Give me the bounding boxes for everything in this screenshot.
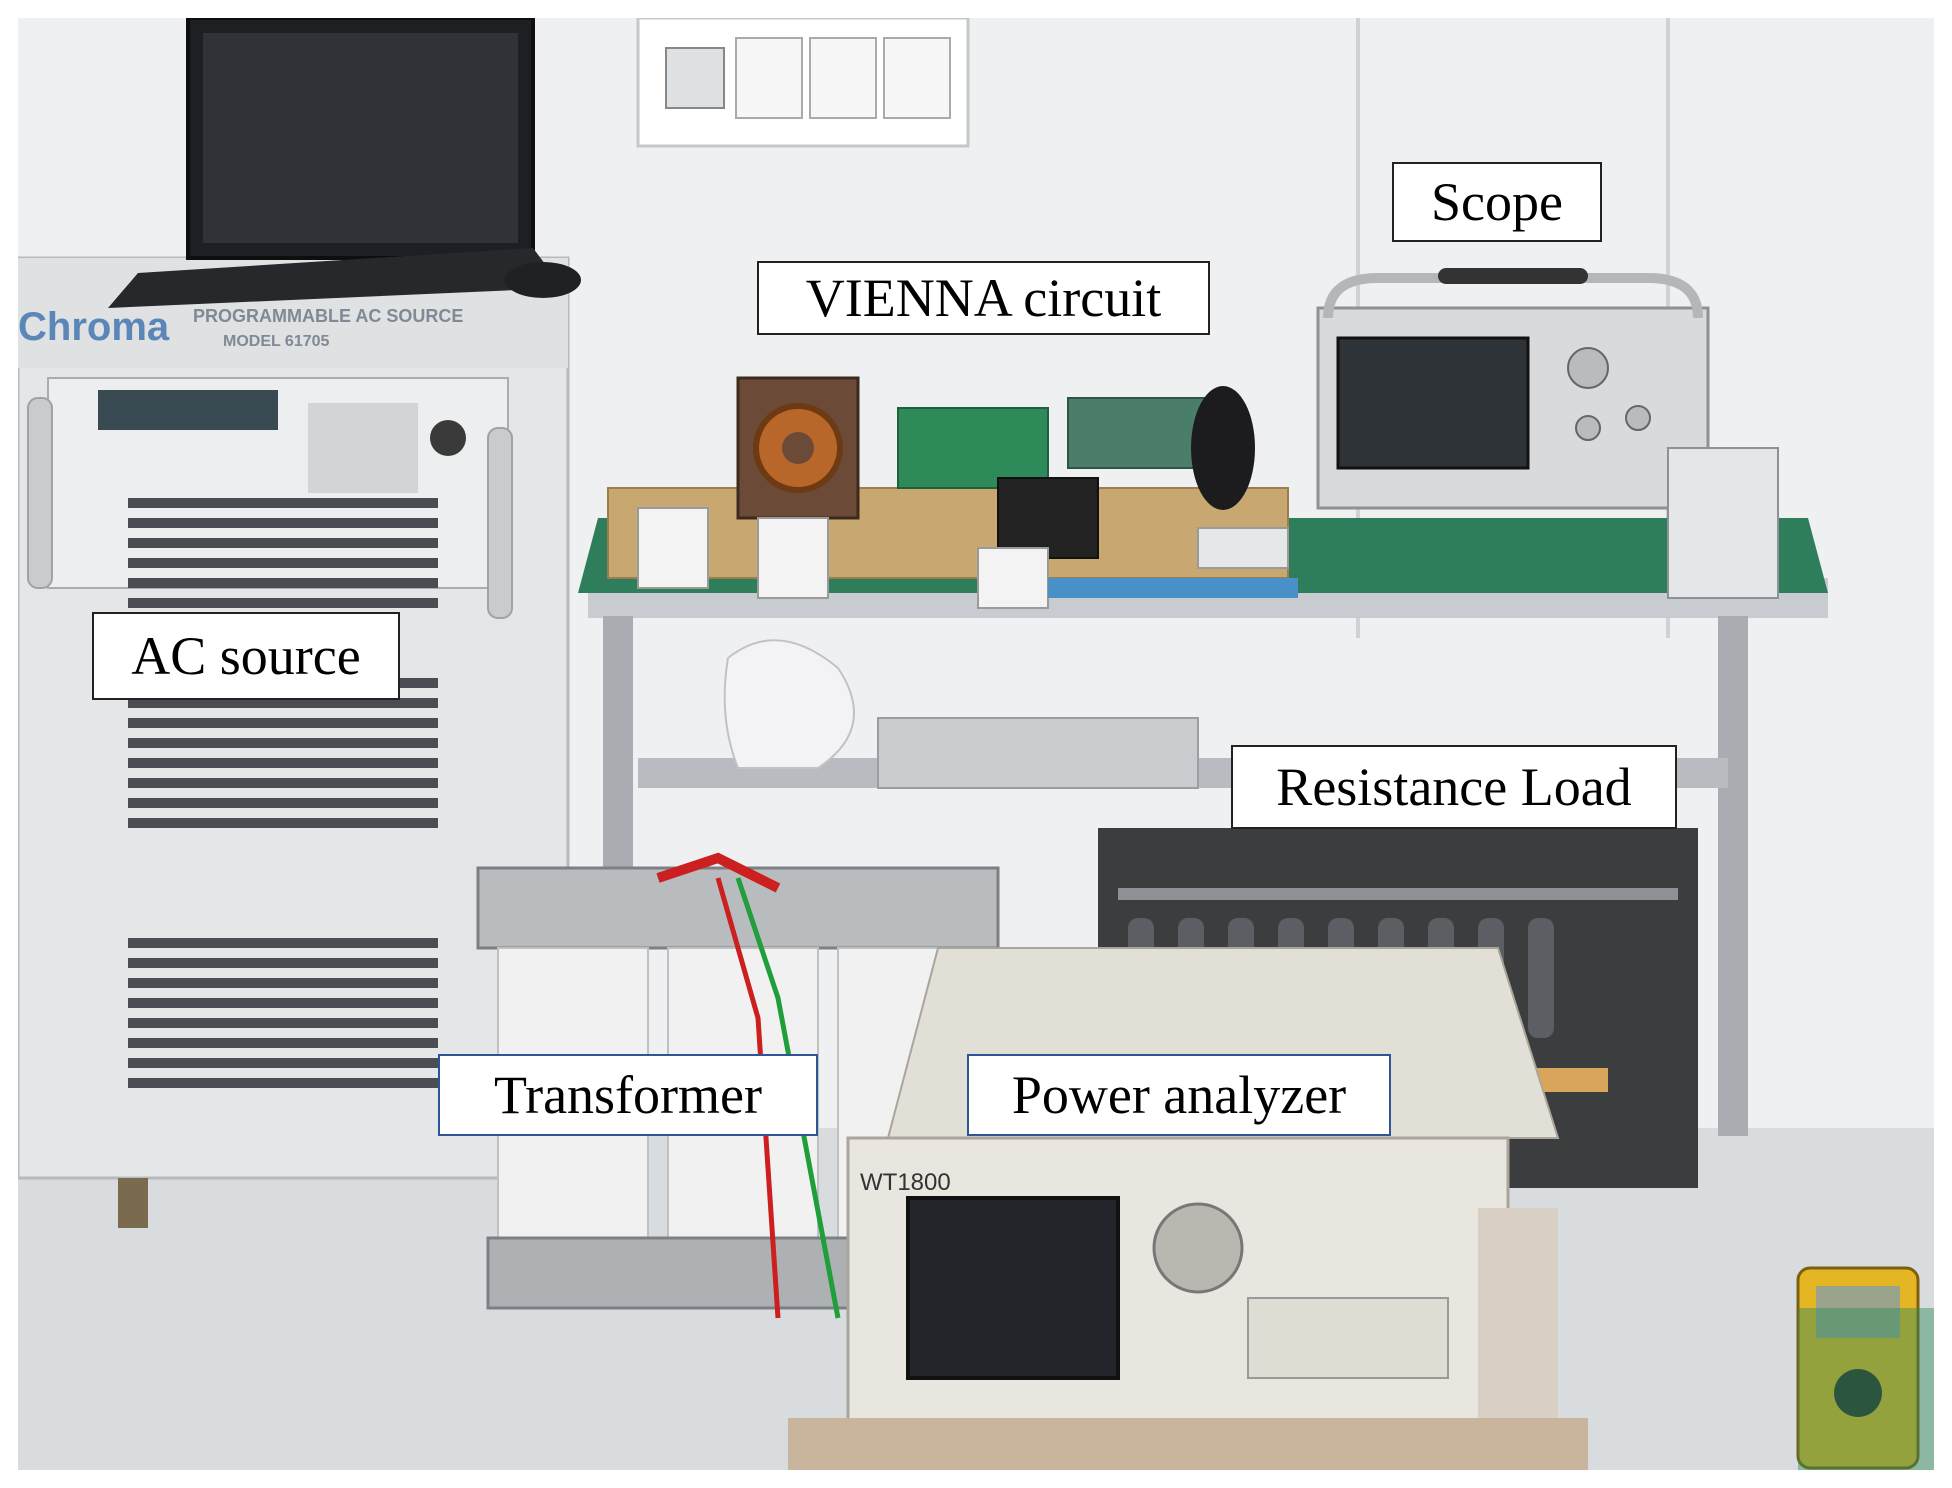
vienna-circuit-label: VIENNA circuit <box>757 261 1210 335</box>
multimeter <box>1796 1266 1920 1470</box>
scope-label: Scope <box>1392 162 1602 242</box>
ac-source-panel-text: PROGRAMMABLE AC SOURCE <box>193 306 463 326</box>
lab-setup-photo: Chroma PROGRAMMABLE AC SOURCE MODEL 6170… <box>18 18 1934 1470</box>
lab-setup-illustration: Chroma PROGRAMMABLE AC SOURCE MODEL 6170… <box>18 18 1934 1470</box>
analyzer-model-text: WT1800 <box>860 1169 951 1196</box>
power-analyzer-label: Power analyzer <box>967 1054 1391 1136</box>
power-analyzer: WT1800 <box>788 947 1588 1470</box>
oscilloscope <box>1316 268 1779 599</box>
ac-source-label: AC source <box>92 612 400 700</box>
vienna-circuit-board <box>607 376 1298 609</box>
ac-source-cabinet: Chroma PROGRAMMABLE AC SOURCE MODEL 6170… <box>18 256 570 1228</box>
ac-source-model-text: MODEL 61705 <box>223 333 330 350</box>
laptop <box>108 18 581 308</box>
wall-socket-panel <box>636 18 970 148</box>
transformer-label: Transformer <box>438 1054 818 1136</box>
resistance-load-label: Resistance Load <box>1231 745 1677 829</box>
chroma-logo: Chroma <box>18 305 170 349</box>
